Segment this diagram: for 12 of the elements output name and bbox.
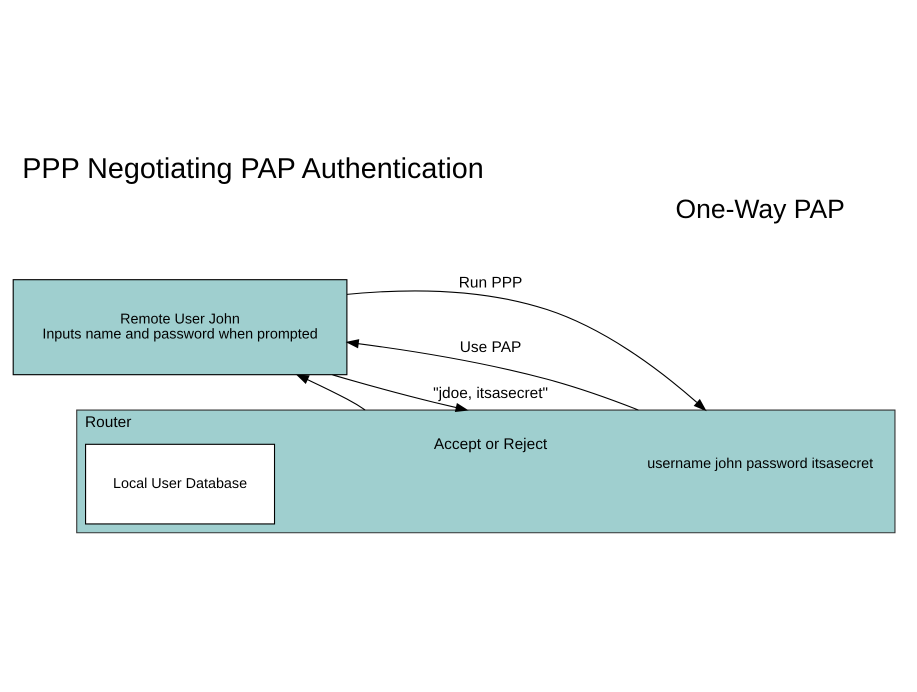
diagram-title: PPP Negotiating PAP Authentication (22, 152, 484, 185)
arrow (346, 290, 707, 412)
node-box: Remote User John Inputs name and password when prompted (12, 279, 348, 376)
node-box: Local User Database (85, 444, 276, 524)
arrow (332, 374, 469, 412)
label: One-Way PAP (675, 194, 845, 224)
arrow (296, 374, 366, 411)
edge-label: "jdoe, itsasecret" (433, 385, 548, 402)
edge-label: Accept or Reject (434, 436, 548, 453)
edge-label: Run PPP (458, 274, 522, 292)
arrow (346, 339, 639, 411)
edge-label: Use PAP (460, 338, 522, 356)
